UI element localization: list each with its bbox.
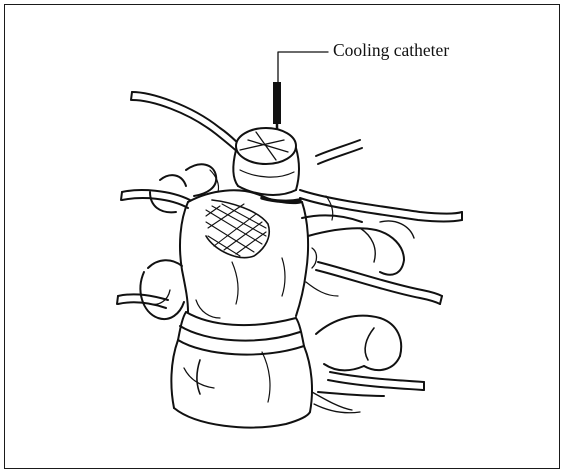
vertebral-body-lower [171, 316, 401, 428]
nerve-roots-right [300, 140, 462, 396]
vertebral-body-middle [140, 215, 414, 354]
callout-label: Cooling catheter [333, 42, 449, 60]
vertebral-body-upper [150, 164, 308, 316]
callout-leader-line [278, 52, 328, 85]
nerve-roots-left [117, 92, 246, 308]
